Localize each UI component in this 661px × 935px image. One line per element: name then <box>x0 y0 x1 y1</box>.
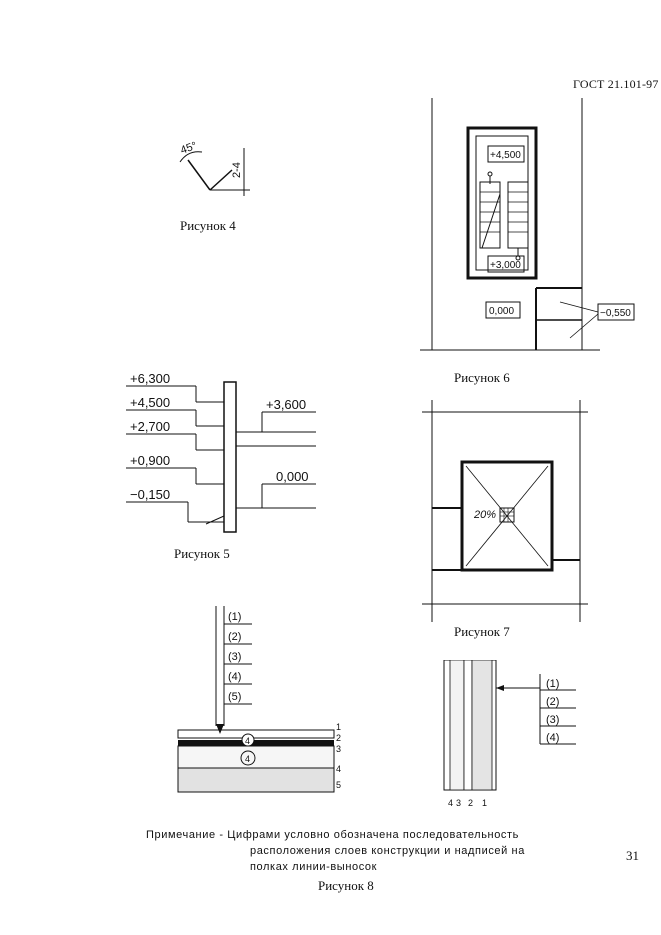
note-line-2: расположения слоев конструкции и надписе… <box>250 845 525 857</box>
fig5-level-right-2: 0,000 <box>276 469 309 484</box>
page-number: 31 <box>626 848 639 863</box>
figure-8-caption: Рисунок 8 <box>318 878 374 893</box>
figure-6-drawing: +4,500 +3,000 0,000 −0,550 <box>420 98 635 351</box>
figure-7-drawing: 20% <box>422 400 588 622</box>
fig6-mark-middle: +3,000 <box>490 260 521 271</box>
stair-enclosure <box>466 126 538 280</box>
figure-6-caption: Рисунок 6 <box>454 370 510 385</box>
fig8-shelf-2: (2) <box>228 631 241 643</box>
fig8-wall-label-4: (4) <box>546 732 559 744</box>
fig6-mark-floor: 0,000 <box>489 306 514 317</box>
fig8-wall-label-1: (1) <box>546 678 559 690</box>
figure-5-caption: Рисунок 5 <box>174 546 230 561</box>
figure-5-drawing: +6,300 +4,500 +2,700 +0,900 −0,150 +3,60… <box>126 371 316 533</box>
fig8-shelf-4: (4) <box>228 671 241 683</box>
fig5-level-4: +0,900 <box>130 453 170 468</box>
fig8-layer-4: 4 <box>336 764 341 774</box>
fig8-layer-3: 3 <box>336 744 341 754</box>
fig5-level-1: +6,300 <box>130 371 170 386</box>
fig4-angle-arc <box>179 151 203 163</box>
fig8-wall-num-2: 3 <box>456 798 461 808</box>
figure-7-caption: Рисунок 7 <box>454 624 510 639</box>
figure-8-floor-drawing: (1) (2) (3) (4) (5) 4 4 1 2 3 4 5 <box>177 606 341 793</box>
fig8-shelf-5: (5) <box>228 691 241 703</box>
fig6-mark-top: +4,500 <box>490 150 521 161</box>
note-line-1: Примечание - Цифрами условно обозначена … <box>146 829 519 841</box>
fig8-layer-2: 2 <box>336 733 341 743</box>
fig6-mark-pit: −0,550 <box>600 308 631 319</box>
fig4-arc-line <box>187 159 211 191</box>
standard-header: ГОСТ 21.101-97 <box>573 77 659 91</box>
fig8-wall-num-4: 1 <box>482 798 487 808</box>
drain-room <box>460 460 554 572</box>
fig8-wall-label-2: (2) <box>546 696 559 708</box>
figure-8-wall-drawing: (1) (2) (3) (4) 4 3 2 1 <box>443 660 576 808</box>
fig8-layer-5: 5 <box>336 780 341 790</box>
note-line-3: полках линии-выносок <box>250 861 378 873</box>
figure-4-caption: Рисунок 4 <box>180 218 236 233</box>
fig7-slope: 20% <box>473 509 496 521</box>
fig8-layer-1: 1 <box>336 722 341 732</box>
fig8-wall-num-3: 2 <box>468 798 473 808</box>
fig8-wall-num-1: 4 <box>448 798 453 808</box>
fig4-stroke <box>209 169 233 191</box>
fig5-level-3: +2,700 <box>130 419 170 434</box>
fig8-shelf-3: (3) <box>228 651 241 663</box>
drain-grate <box>499 507 515 523</box>
fig8-wall-label-3: (3) <box>546 714 559 726</box>
fig4-angle-label: 45° <box>179 140 199 157</box>
fig5-level-5: −0,150 <box>130 487 170 502</box>
figure-4-drawing: 45° 2-4 <box>179 140 250 196</box>
fig8-circle-1: 4 <box>245 736 250 746</box>
fig5-level-2: +4,500 <box>130 395 170 410</box>
fig4-dim-label: 2-4 <box>231 162 243 178</box>
fig8-circle-2: 4 <box>245 754 250 764</box>
fig5-level-right-1: +3,600 <box>266 397 306 412</box>
fig8-shelf-1: (1) <box>228 611 241 623</box>
